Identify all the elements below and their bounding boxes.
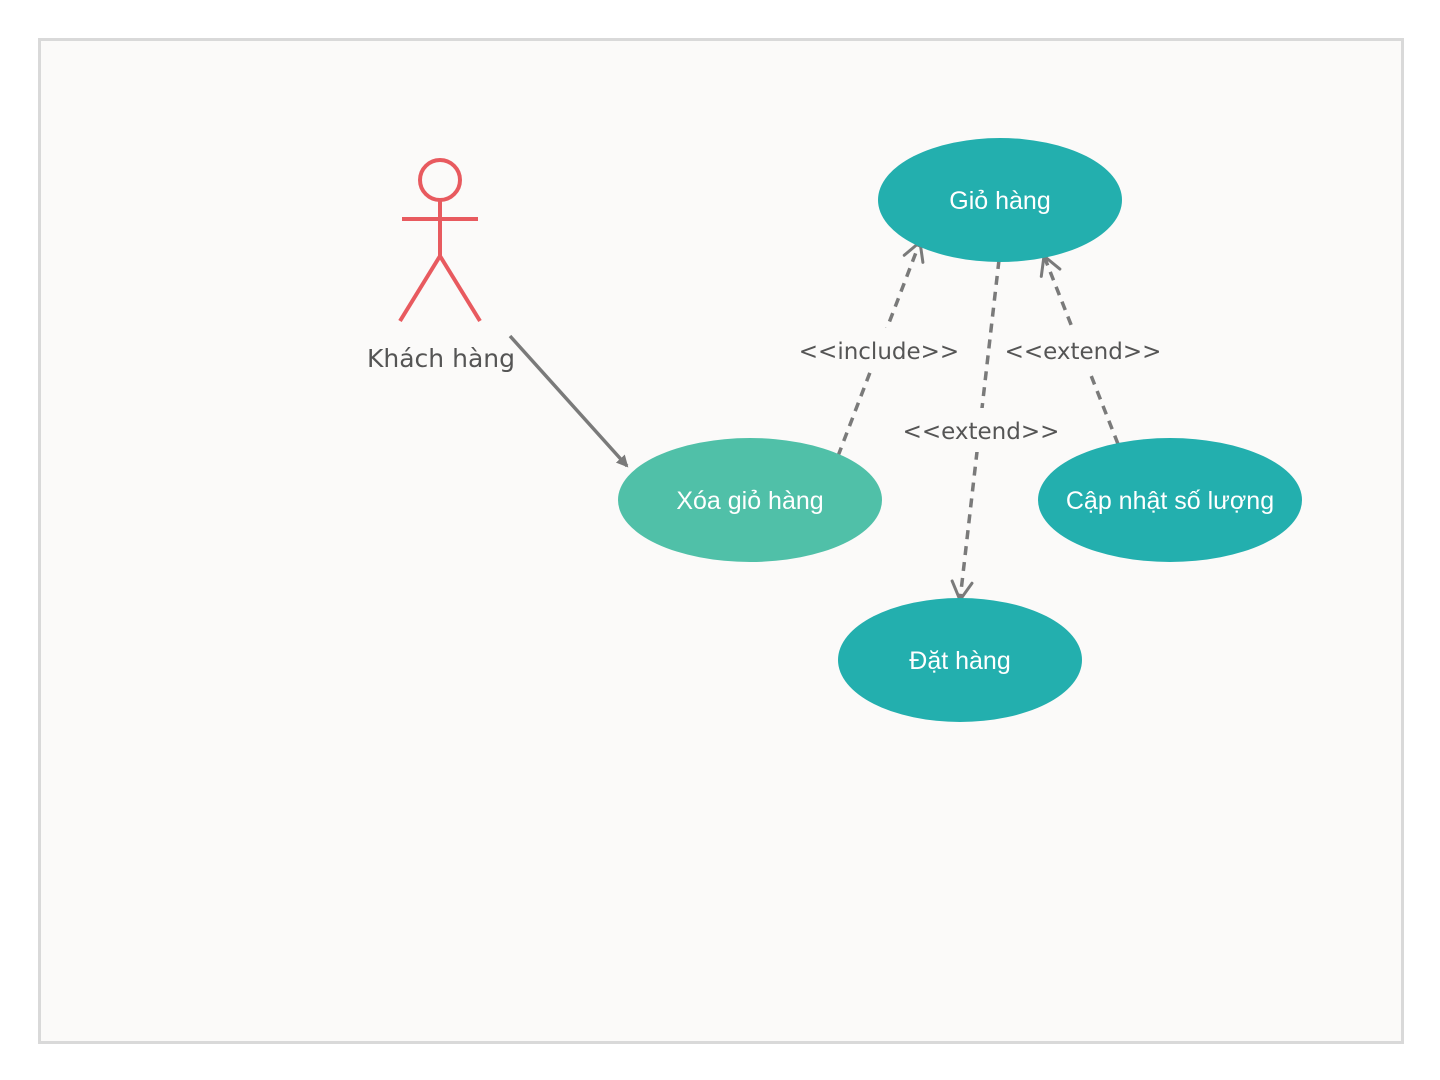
use-case-label: Cập nhật số lượng [1066,487,1274,515]
use-case-label: Xóa giỏ hàng [676,487,823,515]
actor-left-leg [398,254,442,323]
extend-cap-nhat-label: <<extend>> [1005,339,1162,365]
use-case-ellipse [838,598,1082,722]
use-case-ellipse [1038,438,1302,562]
use-case-xoa-gio-hang[interactable]: Xóa giỏ hàng [618,438,882,562]
extend-dat-hang-label: <<extend>> [903,419,1060,445]
actor-label: Khách hàng [367,344,515,373]
use-case-gio-hang[interactable]: Giỏ hàng [878,138,1122,262]
association-arrow [508,334,629,468]
actor-head [418,158,462,202]
use-case-cap-nhat-so-luong[interactable]: Cập nhật số lượng [1038,438,1302,562]
use-case-ellipse [618,438,882,562]
extend-dat-hang-label-bg [906,408,1056,452]
use-case-dat-hang[interactable]: Đặt hàng [838,598,1082,722]
include-label: <<include>> [799,339,959,365]
actor-khach-hang[interactable]: Khách hàng [367,158,515,373]
actor-right-leg [438,254,482,323]
include-label-bg [800,328,958,372]
use-case-label: Đặt hàng [909,647,1010,675]
use-case-label: Giỏ hàng [949,187,1050,215]
extend-cap-nhat-label-bg [1008,328,1158,372]
use-case-ellipse [878,138,1122,262]
